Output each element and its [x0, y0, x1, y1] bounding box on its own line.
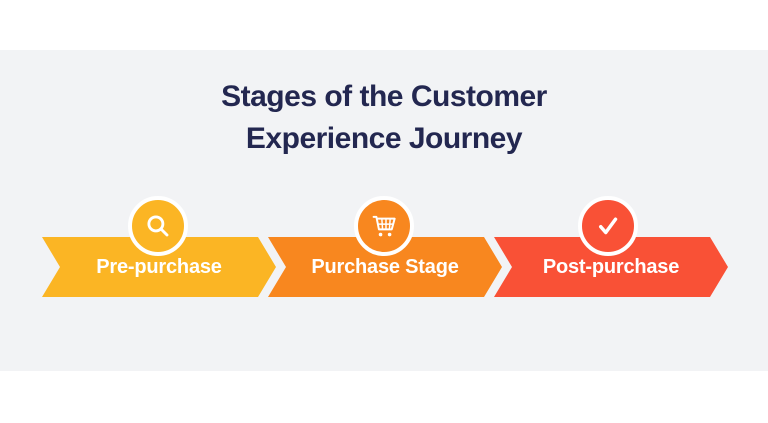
stage-icon-badge-pre-purchase — [128, 196, 188, 256]
page-title: Stages of the Customer Experience Journe… — [0, 76, 768, 160]
stage-icon-badge-purchase-stage — [354, 196, 414, 256]
search-icon — [143, 211, 173, 241]
stage-icon-badge-post-purchase — [578, 196, 638, 256]
cart-icon — [368, 210, 400, 242]
page-title-line1: Stages of the Customer — [221, 80, 547, 113]
check-icon — [593, 211, 623, 241]
page-title-line2: Experience Journey — [245, 122, 523, 155]
stage-label: Pre-purchase — [96, 255, 222, 278]
stage-label: Purchase Stage — [311, 255, 459, 278]
stage-label: Post-purchase — [542, 255, 680, 278]
